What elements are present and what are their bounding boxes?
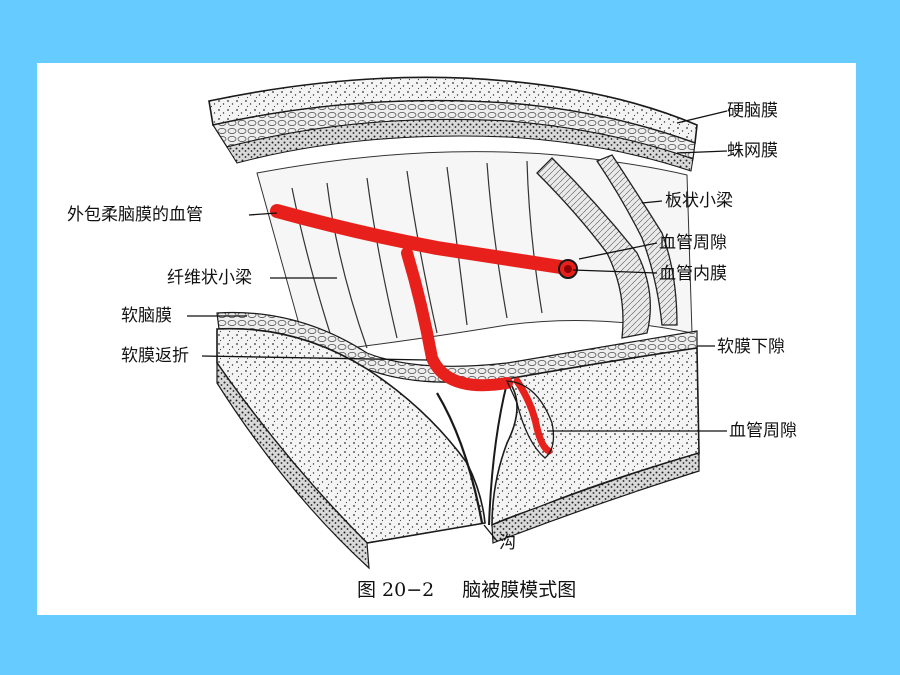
label-lamellar-trabecula: 板状小梁	[665, 191, 733, 211]
label-sulcus: 沟	[499, 533, 516, 553]
leader-dura	[676, 110, 728, 124]
leader-lamellar	[641, 200, 663, 204]
leader-sulcus	[483, 524, 498, 542]
meninges-diagram	[187, 76, 728, 570]
label-arachnoid: 蛛网膜	[727, 141, 778, 161]
figure-caption: 图 20−2 脑被膜模式图	[357, 575, 604, 602]
leader-reflection	[201, 355, 428, 361]
label-subpial-space: 软膜下隙	[717, 337, 785, 357]
label-perivascular-space-lower: 血管周隙	[729, 421, 797, 441]
figure-number: 图 20−2	[357, 579, 435, 601]
leader-pia-vessel	[248, 212, 278, 216]
figure-title: 脑被膜模式图	[462, 579, 577, 601]
leader-intima	[572, 269, 658, 274]
penetrating-vessel	[513, 377, 553, 455]
lamellar-trabecula	[536, 157, 651, 339]
leader-perivascular-upper	[578, 242, 658, 260]
sulcus	[436, 392, 484, 524]
label-pia-wrapped-vessel: 外包柔脑膜的血管	[67, 205, 203, 225]
slide: 硬脑膜 蛛网膜 板状小梁 血管周隙 血管内膜 软膜下隙 血管周隙 沟 外包柔脑膜…	[37, 63, 856, 615]
label-vessel-intima: 血管内膜	[659, 264, 727, 284]
label-perivascular-space-upper: 血管周隙	[659, 233, 727, 253]
label-dura-mater: 硬脑膜	[727, 101, 778, 121]
leader-arachnoid	[676, 150, 728, 154]
label-fibrous-trabecula: 纤维状小梁	[167, 268, 252, 288]
pia-reflection-vessel	[401, 247, 513, 392]
pia-wrapped-vessel	[270, 204, 574, 275]
label-pia-mater: 软脑膜	[121, 306, 172, 326]
label-pia-reflection: 软膜返折	[121, 346, 189, 366]
